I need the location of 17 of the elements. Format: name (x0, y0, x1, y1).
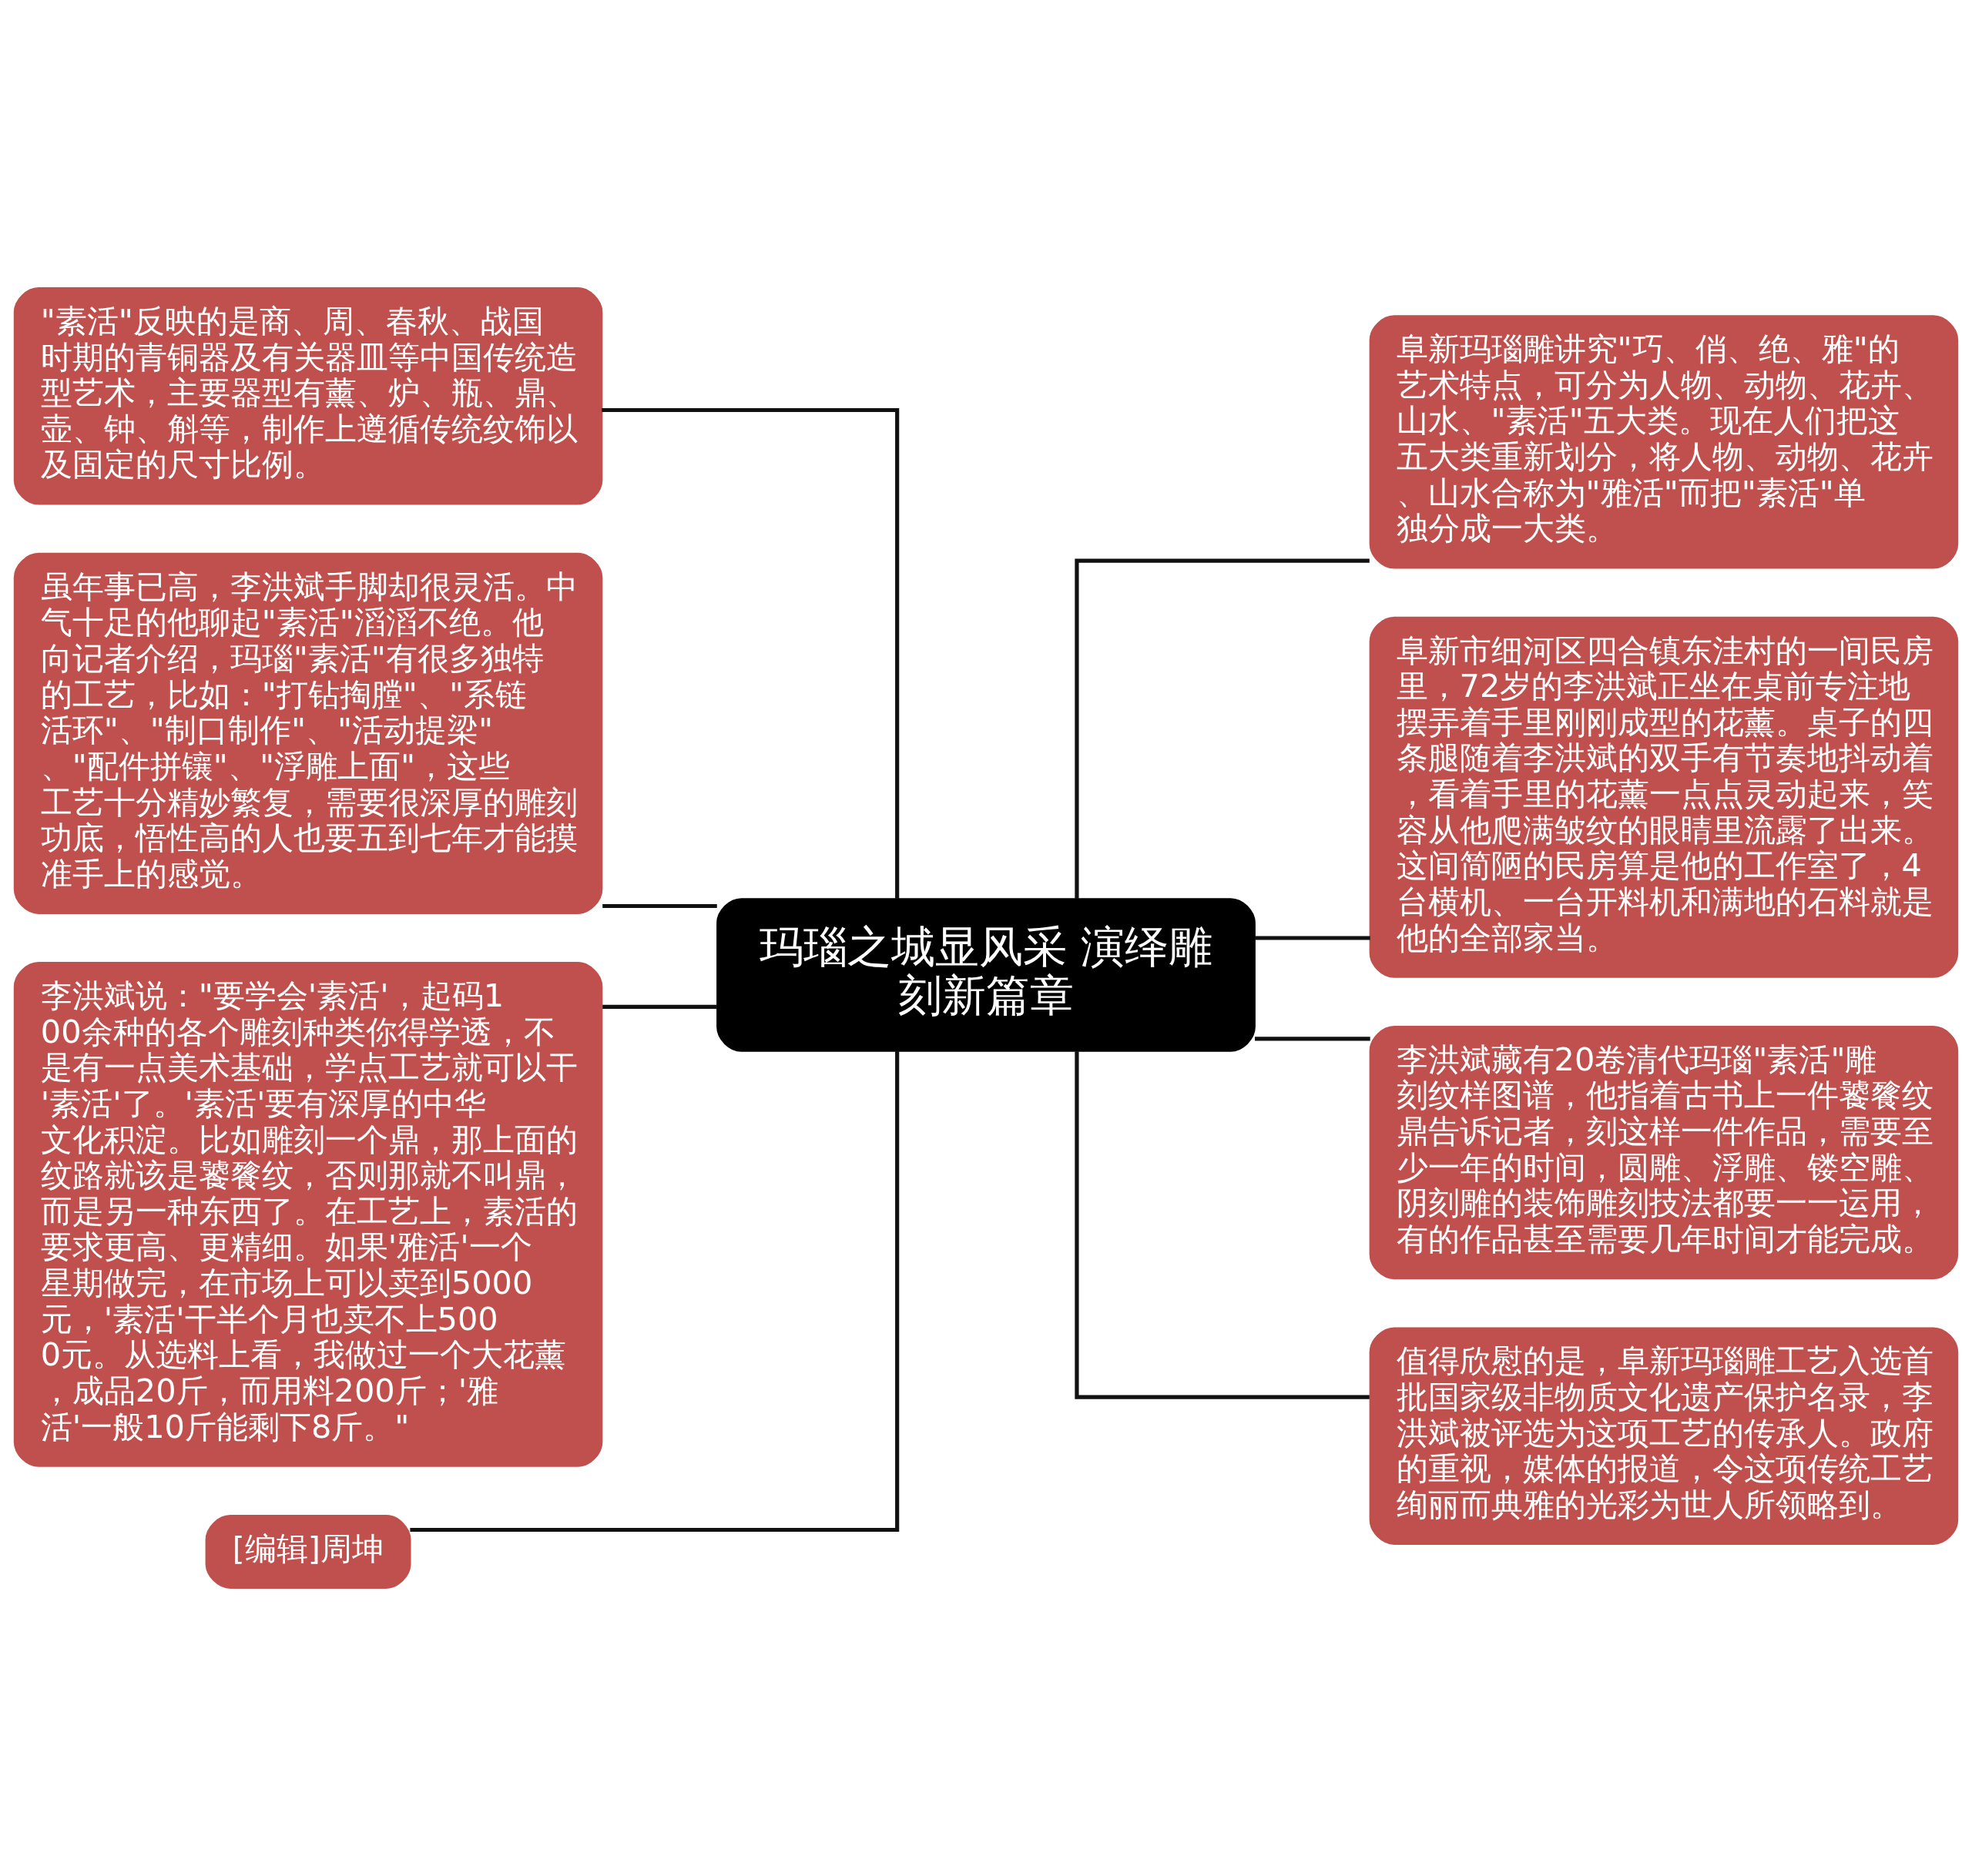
node-box: 虽年事已高，李洪斌手脚却很灵活。中气十足的他聊起"素活"滔滔不绝。他向记者介绍，玛瑙"素活"有很多独特的工艺，比如："打钻掏膛"、"系链活环"、"制口制作"、"活动提梁"、"配件拼镶"、"浮雕上面"，这些工艺十分精妙繁复，需要很深厚的雕刻功底，悟性高的人也要五到七年才能摸准手上的感觉。 (13, 552, 603, 914)
node-box: 阜新市细河区四合镇东洼村的一间民房里，72岁的李洪斌正坐在桌前专注地摆弄着手里刚刚成型的花薰。桌子的四条腿随着李洪斌的双手有节奏地抖动着，看着手里的花薰一点点灵动起来，笑容从他爬满皱纹的眼睛里流露了出来。这间简陋的民房算是他的工作室了，4台横机、一台开料机和满地的石料就是他的全部家当。 (1369, 616, 1959, 978)
node-box: 阜新玛瑙雕讲究"巧、俏、绝、雅"的艺术特点，可分为人物、动物、花卉、山水、"素活"五大类。现在人们把这五大类重新划分，将人物、动物、花卉、山水合称为"雅活"而把"素活"单独分成一大类。 (1369, 315, 1959, 569)
connector (410, 1050, 900, 1533)
connector (602, 1004, 717, 1009)
node-box: 李洪斌藏有20卷清代玛瑙"素活"雕刻纹样图谱，他指着古书上一件饕餮纹鼎告诉记者，刻这样一件作品，需要至少一年的时间，圆雕、浮雕、镂空雕、阴刻雕的装饰雕刻技法都要一一运用，有的作品甚至需要几年时间才能完成。 (1369, 1026, 1959, 1280)
node-box: "素活"反映的是商、周、春秋、战国时期的青铜器及有关器皿等中国传统造型艺术，主要器型有薰、炉、瓶、鼎、壶、钟、斛等，制作上遵循传统纹饰以及固定的尺寸比例。 (13, 287, 603, 505)
connector (1075, 558, 1370, 899)
connector (1255, 936, 1370, 940)
node-box: [编辑]周坤 (205, 1515, 411, 1589)
connector (602, 407, 900, 899)
connector (602, 903, 717, 909)
node-box: 李洪斌说："要学会'素活'，起码100余种的各个雕刻种类你得学透，不是有一点美术基础，学点工艺就可以干'素活'了。'素活'要有深厚的中华文化积淀。比如雕刻一个鼎，那上面的纹路就该是饕餮纹，否则那就不叫鼎，而是另一种东西了。在工艺上，素活的要求更高、更精细。如果'雅活'一个星期做完，在市场上可以卖到5000元，'素活'干半个月也卖不上5000元。从选料上看，我做过一个大花薰，成品20斤，而用料200斤；'雅活'一般10斤能剩下8斤。" (13, 962, 603, 1467)
connector (1075, 1051, 1370, 1399)
node-box: 值得欣慰的是，阜新玛瑙雕工艺入选首批国家级非物质文化遗产保护名录，李洪斌被评选为这项工艺的传承人。政府的重视，媒体的报道，令这项传统工艺绚丽而典雅的光彩为世人所领略到。 (1369, 1327, 1959, 1545)
connector (1255, 1037, 1370, 1041)
node-box: 玛瑙之城显风采 演绎雕刻新篇章 (716, 898, 1256, 1052)
